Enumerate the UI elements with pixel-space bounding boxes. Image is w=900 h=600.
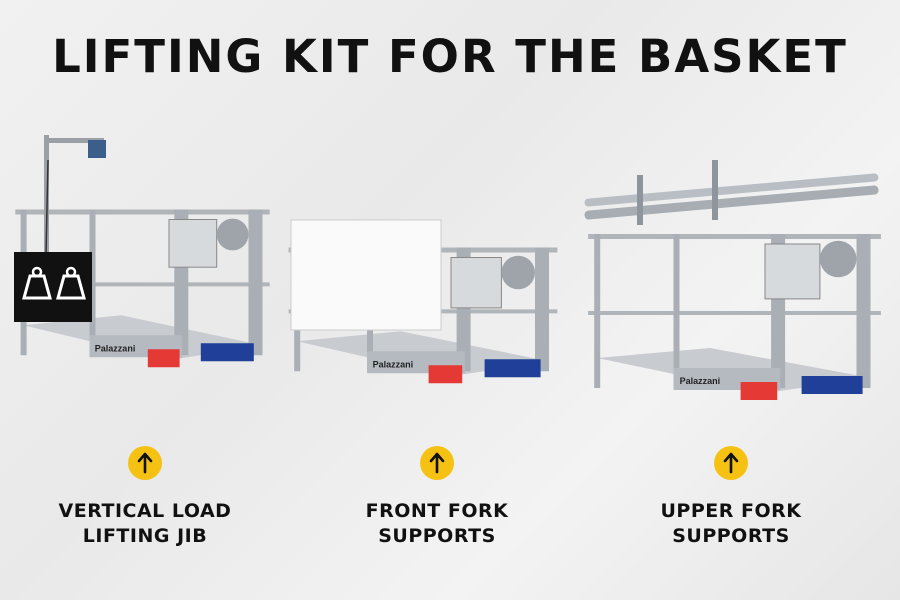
front-panel <box>290 219 442 331</box>
brand-logo: Palazzani <box>680 376 721 386</box>
motor <box>216 218 249 251</box>
label-line: VERTICAL LOAD <box>58 500 232 522</box>
motor <box>819 240 857 278</box>
middle-rail <box>15 282 270 287</box>
top-rail <box>15 209 270 215</box>
basket-image-jib: Palazzani <box>14 135 270 368</box>
basket-image-front-fork: Palazzani <box>288 219 558 384</box>
control-box <box>168 219 218 268</box>
frame-post <box>89 209 96 356</box>
arrow-up-icon <box>128 446 162 480</box>
reflector <box>428 365 463 384</box>
weight-block <box>14 252 92 322</box>
frame-post <box>594 234 601 388</box>
arrow-up-icon <box>420 446 454 480</box>
jib-arm <box>44 135 106 256</box>
label-line: FRONT FORK <box>365 500 509 522</box>
basket-image-upper-fork: Palazzani <box>584 160 881 400</box>
frame-post <box>856 234 871 388</box>
label-line: LIFTING JIB <box>82 525 208 547</box>
capacity-plate <box>801 376 863 394</box>
capacity-plate <box>200 343 254 362</box>
brand-logo: Palazzani <box>373 359 414 369</box>
control-box <box>450 257 502 309</box>
arrow-up-icon <box>714 446 748 480</box>
reflector <box>740 382 778 400</box>
motor <box>501 255 535 290</box>
frame-post <box>535 247 549 372</box>
frame-post <box>248 209 263 356</box>
label-line: SUPPORTS <box>378 525 496 547</box>
product-label-upper-fork: UPPER FORK SUPPORTS <box>601 499 861 549</box>
control-box <box>764 243 821 300</box>
brand-logo: Palazzani <box>95 343 136 353</box>
middle-rail <box>588 311 881 315</box>
product-label-jib: VERTICAL LOAD LIFTING JIB <box>15 499 275 549</box>
basket-drawing: Palazzani <box>15 209 270 368</box>
capacity-plate <box>484 359 541 378</box>
reflector <box>147 349 180 368</box>
basket-drawing: Palazzani <box>588 234 881 400</box>
top-rail <box>588 234 881 239</box>
page-title: LIFTING KIT FOR THE BASKET <box>52 30 848 83</box>
upper-fork-tubes <box>584 160 879 225</box>
product-label-front-fork: FRONT FORK SUPPORTS <box>307 499 567 549</box>
frame-post <box>673 234 680 388</box>
label-line: UPPER FORK <box>660 500 802 522</box>
label-line: SUPPORTS <box>672 525 790 547</box>
